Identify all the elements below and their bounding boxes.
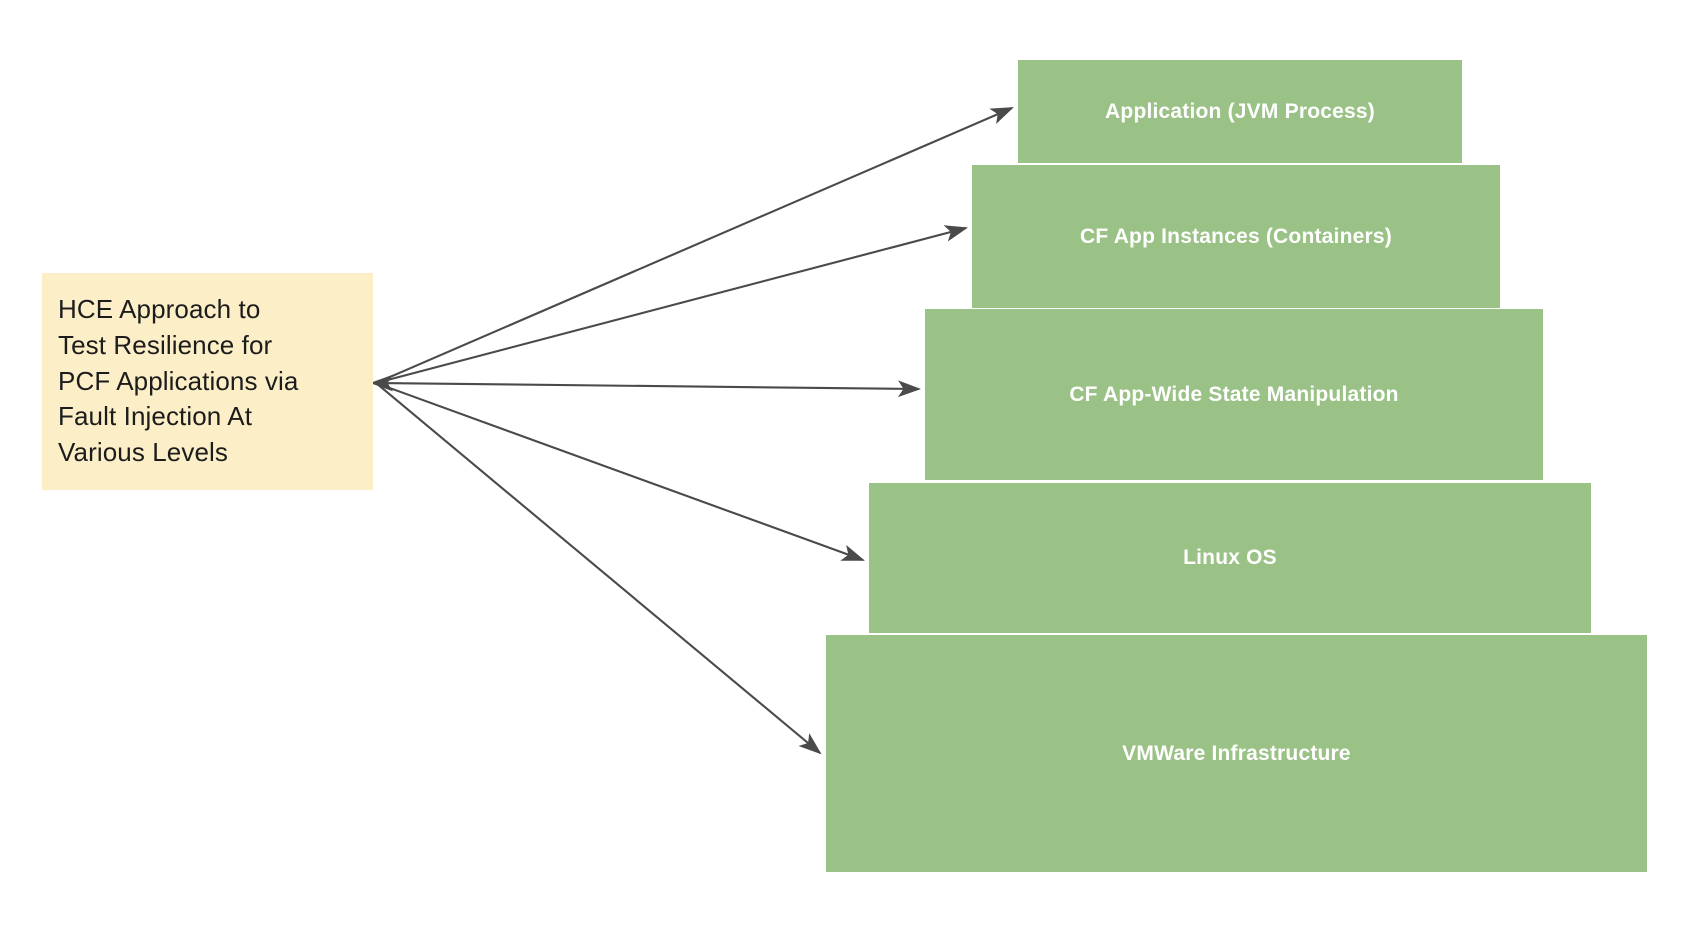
- source-note-text: HCE Approach to Test Resilience for PCF …: [42, 292, 312, 471]
- source-note-line-2: Test Resilience for: [58, 329, 273, 360]
- source-note-line-3: PCF Applications via: [58, 365, 299, 396]
- layer-box-linux-os[interactable]: Linux OS: [869, 483, 1591, 633]
- layer-label: CF App-Wide State Manipulation: [1069, 382, 1399, 406]
- layer-label: CF App Instances (Containers): [1080, 224, 1392, 248]
- source-note-box[interactable]: HCE Approach to Test Resilience for PCF …: [42, 273, 373, 490]
- connector-to-cf-app-wide-state-manipulation: [375, 380, 922, 398]
- connector-to-application-jvm-process: [375, 107, 1014, 384]
- connector-to-vmware-infrastructure: [375, 382, 822, 755]
- layer-box-vmware-infrastructure[interactable]: VMWare Infrastructure: [826, 635, 1647, 872]
- layer-box-application-jvm-process[interactable]: Application (JVM Process): [1018, 60, 1462, 163]
- layer-label: Application (JVM Process): [1105, 99, 1375, 123]
- connector-to-cf-app-instances-containers: [375, 225, 969, 385]
- source-note-line-4: Fault Injection At: [58, 401, 253, 432]
- layer-box-cf-app-instances-containers[interactable]: CF App Instances (Containers): [972, 165, 1500, 308]
- connector-to-linux-os: [375, 382, 865, 561]
- source-note-line-5: Various Levels: [58, 437, 229, 468]
- source-note-line-1: HCE Approach to: [58, 293, 261, 324]
- layer-box-cf-app-wide-state-manipulation[interactable]: CF App-Wide State Manipulation: [925, 309, 1543, 480]
- layer-label: VMWare Infrastructure: [1122, 741, 1351, 765]
- layer-label: Linux OS: [1183, 546, 1277, 569]
